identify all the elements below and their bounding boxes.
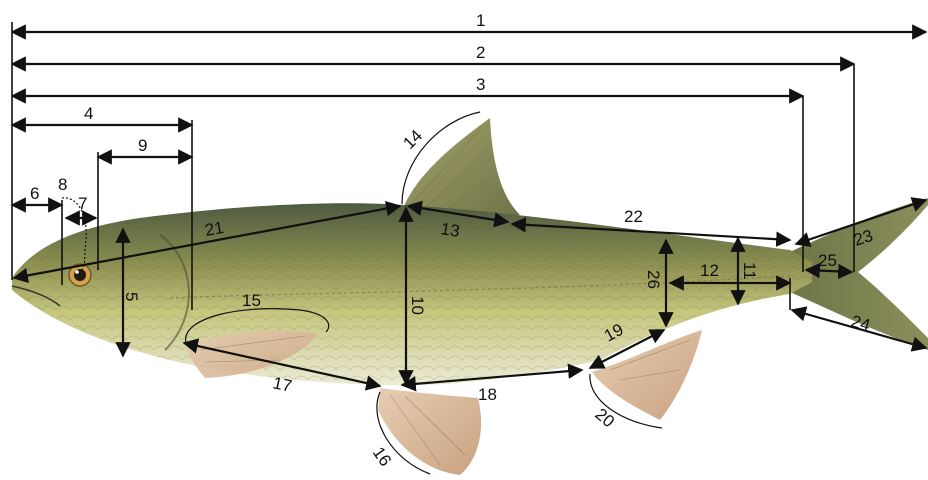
label-20: 20: [591, 405, 618, 432]
label-5: 5: [122, 292, 141, 301]
label-2: 2: [476, 43, 485, 62]
label-22: 22: [624, 207, 643, 226]
label-18: 18: [478, 385, 497, 404]
label-3: 3: [476, 75, 485, 94]
label-6: 6: [30, 184, 39, 203]
label-4: 4: [84, 104, 93, 123]
label-12: 12: [700, 261, 719, 280]
label-26: 26: [644, 270, 663, 289]
pelvic-fin: [378, 388, 481, 475]
label-25: 25: [818, 251, 837, 270]
label-17: 17: [271, 373, 293, 396]
label-10: 10: [408, 296, 427, 315]
label-8: 8: [58, 175, 67, 194]
label-1: 1: [476, 11, 485, 30]
label-16: 16: [369, 443, 395, 469]
label-9: 9: [138, 136, 147, 155]
label-11: 11: [740, 262, 759, 280]
label-15: 15: [242, 291, 261, 310]
label-21: 21: [203, 218, 225, 240]
label-7: 7: [78, 194, 87, 213]
label-13: 13: [439, 219, 461, 241]
dorsal-fin: [404, 118, 520, 215]
